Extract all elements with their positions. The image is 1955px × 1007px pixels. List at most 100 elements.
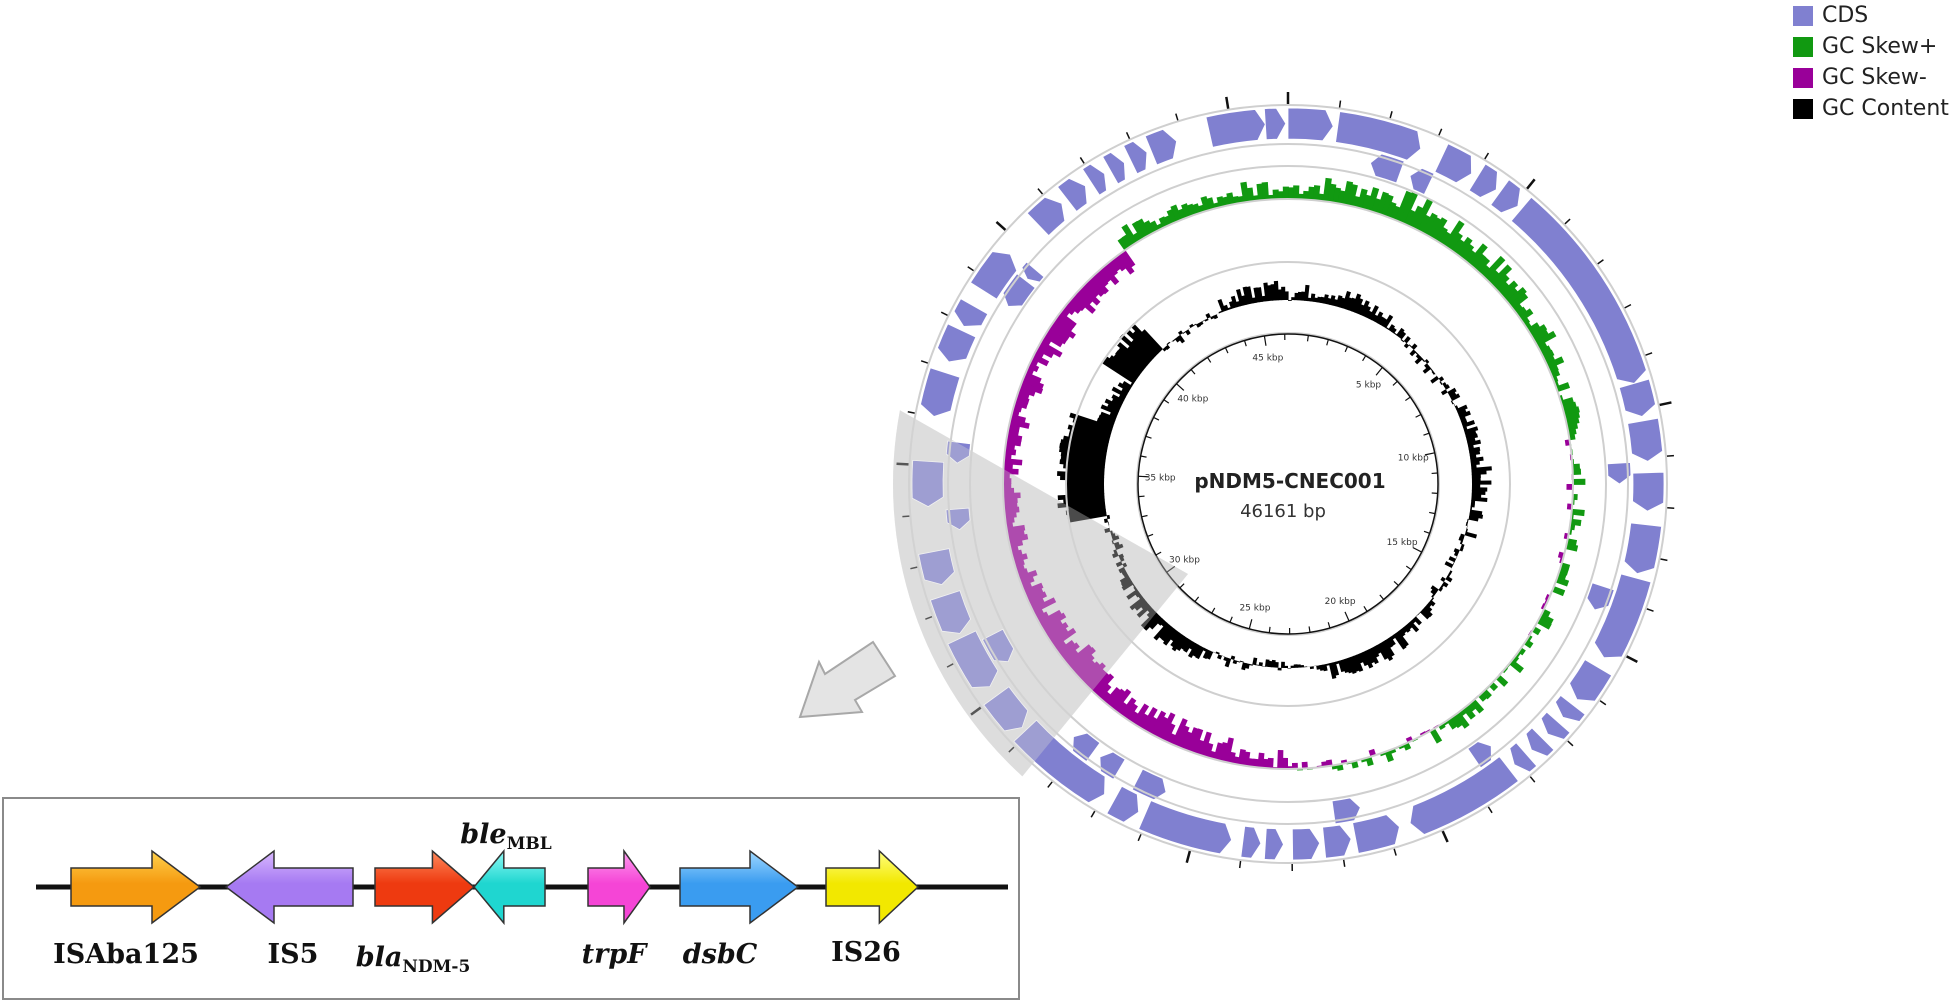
cds-feature xyxy=(1587,583,1614,610)
outer-tick xyxy=(1443,831,1448,842)
gc-content-bar xyxy=(1430,376,1439,384)
outer-tick xyxy=(1646,353,1653,355)
gc-content-bar xyxy=(1213,652,1217,654)
scale-tick xyxy=(1264,336,1266,346)
outer-tick xyxy=(1660,402,1672,404)
gc-content-bar xyxy=(1178,330,1183,335)
cds-feature xyxy=(938,324,976,362)
legend-label: GC Skew- xyxy=(1822,65,1927,90)
scale-tick-label: 30 kbp xyxy=(1169,555,1200,565)
scale-tick xyxy=(1394,581,1398,585)
gc-content-bar xyxy=(1222,655,1226,657)
outer-tick xyxy=(1394,849,1396,856)
gc-content-bar xyxy=(1240,661,1244,663)
gc-content-bar xyxy=(1432,371,1436,375)
cds-feature xyxy=(1103,152,1126,183)
gene-label-isaba125: ISAba125 xyxy=(53,939,199,970)
outer-tick xyxy=(1485,153,1489,159)
scale-tick xyxy=(1424,531,1430,533)
scale-tick xyxy=(1249,619,1252,629)
gc-content-bar xyxy=(1445,576,1452,582)
scale-tick xyxy=(1164,400,1169,403)
outer-tick xyxy=(1138,834,1141,840)
gc-content-bar xyxy=(1265,659,1270,667)
outer-tick xyxy=(1565,219,1570,224)
gc-content-bar xyxy=(1313,666,1317,667)
gc-content-bar xyxy=(1451,400,1454,404)
scale-tick xyxy=(1180,584,1184,588)
cds-feature xyxy=(954,299,988,327)
gene-subscript: MBL xyxy=(507,834,552,854)
cds-feature xyxy=(1264,108,1285,139)
cds-feature xyxy=(1288,108,1333,141)
scale-tick xyxy=(1176,384,1183,391)
scale-tick xyxy=(1345,346,1347,352)
outer-tick xyxy=(996,222,1005,230)
gc-skew-bar xyxy=(1573,469,1582,475)
gc-content-bar xyxy=(1440,577,1445,582)
legend-label: GC Content xyxy=(1822,96,1949,121)
gene-label-trpf: trpF xyxy=(582,939,649,970)
gc-content-bar xyxy=(1217,654,1222,659)
gc-content-bar xyxy=(1233,660,1238,664)
scale-tick-label: 10 kbp xyxy=(1398,453,1429,463)
gc-content-bar xyxy=(1213,314,1218,319)
gc-content-bar xyxy=(1104,519,1108,523)
gc-skew-bar xyxy=(1277,750,1283,769)
outer-tick xyxy=(1661,559,1668,560)
gc-content-bar xyxy=(1205,313,1210,319)
legend-item-cds: CDS xyxy=(1793,0,1955,31)
gc-content-bar xyxy=(1185,329,1191,335)
scale-tick xyxy=(1309,626,1310,632)
gc-skew-bar xyxy=(1573,479,1585,485)
cds-feature xyxy=(1124,141,1147,173)
scale-tick-label: 35 kbp xyxy=(1145,473,1176,483)
legend-swatch xyxy=(1793,6,1813,26)
outer-tick xyxy=(1667,456,1674,457)
gene-label-is26: IS26 xyxy=(831,937,901,968)
gc-content-bar xyxy=(1285,291,1289,300)
scale-tick xyxy=(1154,417,1159,420)
outer-tick xyxy=(1038,189,1043,194)
scale-tick xyxy=(1212,608,1215,613)
scale-tick xyxy=(1363,356,1366,361)
gc-content-bar xyxy=(1466,522,1468,526)
gc-content-bar xyxy=(1411,343,1417,349)
gc-content-bar xyxy=(1216,313,1220,315)
outer-tick xyxy=(1187,851,1190,863)
outer-tick xyxy=(1226,97,1228,109)
scale-tick-label: 45 kbp xyxy=(1252,354,1283,364)
gene-name: IS26 xyxy=(831,937,901,968)
outer-tick xyxy=(1627,656,1638,661)
gc-content-bar xyxy=(1241,662,1246,670)
gc-content-bar xyxy=(1287,668,1291,669)
legend-swatch xyxy=(1793,37,1813,57)
cds-feature xyxy=(1628,418,1663,461)
outer-tick xyxy=(1568,741,1573,746)
scale-tick xyxy=(1328,622,1330,628)
zoom-pointer-arrow xyxy=(800,642,895,717)
gc-content-bar xyxy=(1307,667,1311,668)
gc-skew-bar xyxy=(1283,187,1289,199)
gc-content-bar xyxy=(1252,657,1257,665)
outer-tick xyxy=(968,267,974,271)
outer-tick xyxy=(1527,179,1535,188)
legend-label: GC Skew+ xyxy=(1822,34,1937,59)
outer-tick xyxy=(908,412,915,413)
gc-content-bar xyxy=(1441,389,1448,395)
scale-tick xyxy=(1269,627,1270,633)
scale-tick xyxy=(1413,548,1422,553)
cds-feature xyxy=(1145,129,1176,164)
gc-content-bar xyxy=(1108,522,1109,526)
outer-tick xyxy=(1344,860,1345,867)
legend-swatch xyxy=(1793,99,1813,119)
cds-feature xyxy=(1633,472,1664,511)
gene-name: IS5 xyxy=(268,939,319,970)
gc-content-bar xyxy=(1166,342,1170,345)
scale-tick xyxy=(1146,436,1152,438)
legend-swatch xyxy=(1793,68,1813,88)
cds-feature xyxy=(1469,164,1497,197)
gc-content-bar xyxy=(1291,666,1295,668)
